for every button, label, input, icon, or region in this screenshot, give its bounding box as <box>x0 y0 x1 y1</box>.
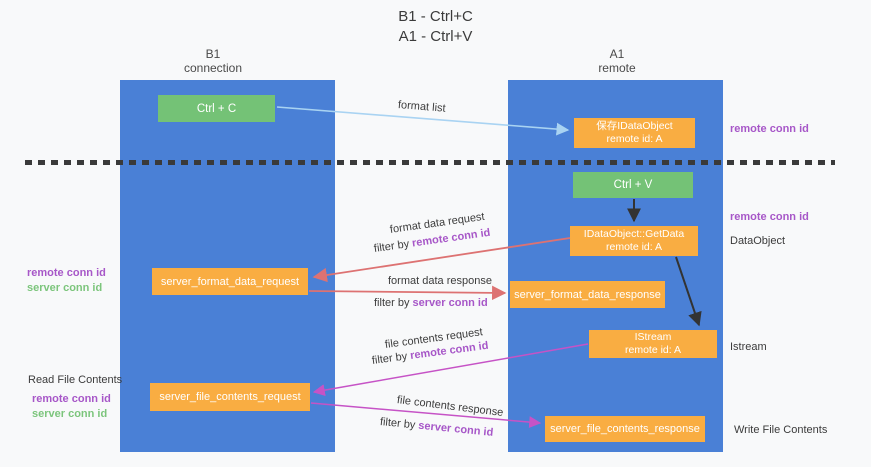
flow-label-format-response: format data response <box>388 275 492 287</box>
arrow-format-data-response <box>308 285 507 301</box>
annotation-left-conn-ids: remote conn id server conn id <box>27 266 106 296</box>
flow-label-format-list: format list <box>397 99 447 115</box>
annotation-server-conn-id-left: server conn id <box>27 282 103 294</box>
annotation-dataobject: DataObject <box>730 235 786 247</box>
annotation-remote-conn-id-left-bottom: remote conn id <box>32 393 111 405</box>
annotation-remote-conn-id-top: remote conn id <box>730 123 809 135</box>
left-column-header: B1 connection <box>143 47 283 75</box>
left-column-name: B1 <box>205 47 221 61</box>
title-line-1: B1 - Ctrl+C <box>398 8 473 25</box>
right-column-header: A1 remote <box>547 47 687 75</box>
node-istream: IStream remote id: A <box>589 330 717 358</box>
node-server-format-data-request: server_format_data_request <box>152 268 308 295</box>
filter-by-text: filter by <box>379 416 419 432</box>
node-ctrl-c: Ctrl + C <box>158 95 275 122</box>
flow-label-filter-format-response: filter by server conn id <box>374 297 488 309</box>
filter-by-text: filter by <box>371 350 411 367</box>
annotation-left-bottom-conn-ids: remote conn id server conn id <box>32 392 111 422</box>
annotation-remote-conn-id-left: remote conn id <box>27 267 106 279</box>
flow-label-filter-file-response: filter by server conn id <box>379 416 493 439</box>
node-server-format-data-response: server_format_data_response <box>510 281 665 308</box>
annotation-write-file-contents: Write File Contents <box>734 424 828 436</box>
node-idataobject-getdata: IDataObject::GetData remote id: A <box>570 226 698 256</box>
filter-key-server-conn-id: server conn id <box>417 419 494 439</box>
server-format-data-request-label: server_format_data_request <box>160 275 300 288</box>
istream-line2: remote id: A <box>624 344 682 356</box>
ctrl-c-label: Ctrl + C <box>196 102 237 115</box>
getdata-line1: IDataObject::GetData <box>583 228 685 240</box>
left-column-role: connection <box>183 61 243 75</box>
save-idataobject-line1: 保存IDataObject <box>596 120 673 132</box>
annotation-remote-conn-id-mid: remote conn id <box>730 211 809 223</box>
server-file-contents-request-label: server_file_contents_request <box>159 391 301 403</box>
filter-by-text: filter by <box>374 297 413 309</box>
ctrl-v-label: Ctrl + V <box>613 179 653 191</box>
node-save-idataobject: 保存IDataObject remote id: A <box>574 118 695 148</box>
server-file-contents-response-label: server_file_contents_response <box>550 423 700 435</box>
getdata-line2: remote id: A <box>605 241 663 253</box>
annotation-istream: Istream <box>730 341 767 353</box>
istream-line1: IStream <box>634 331 672 343</box>
right-column-role: remote <box>598 61 636 75</box>
right-column-name: A1 <box>609 47 625 61</box>
save-idataobject-line2: remote id: A <box>606 133 663 145</box>
dashed-separator-line <box>25 160 835 165</box>
annotation-server-conn-id-left-bottom: server conn id <box>32 408 108 420</box>
node-server-file-contents-request: server_file_contents_request <box>150 383 310 411</box>
filter-key-server-conn-id: server conn id <box>412 297 488 309</box>
filter-by-text: filter by <box>373 237 413 255</box>
annotation-read-file-contents: Read File Contents <box>28 374 123 386</box>
flow-label-file-response: file contents response <box>396 394 504 419</box>
diagram-title: B1 - Ctrl+C A1 - Ctrl+V <box>0 7 871 47</box>
node-ctrl-v: Ctrl + V <box>573 172 693 198</box>
server-format-data-response-label: server_format_data_response <box>514 288 661 301</box>
node-server-file-contents-response: server_file_contents_response <box>545 416 705 442</box>
title-line-2: A1 - Ctrl+V <box>398 28 473 45</box>
